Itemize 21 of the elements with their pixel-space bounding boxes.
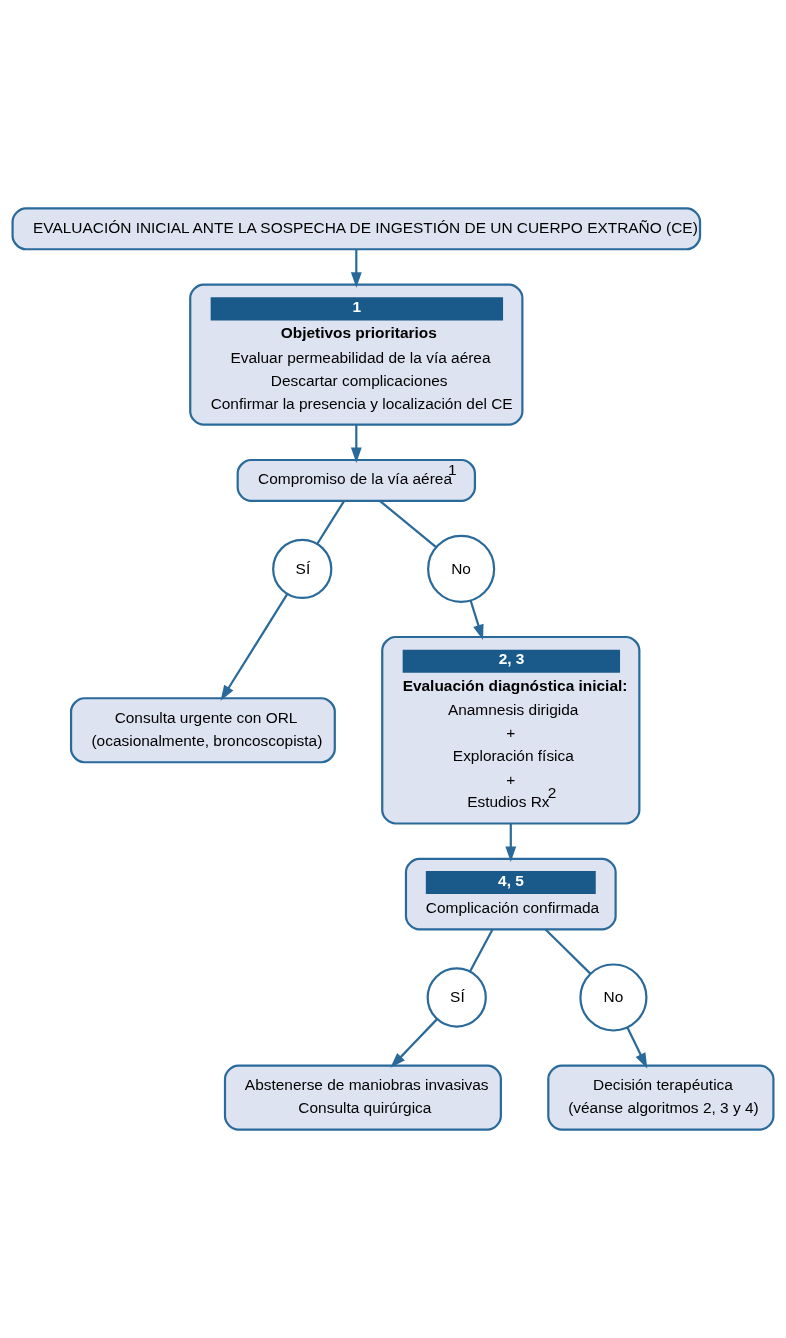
connector <box>316 500 345 545</box>
node-circle: SÍ <box>426 967 487 1028</box>
node-box: Consulta urgente con ORL (ocasionalmente, broncoscopista) <box>69 697 336 764</box>
node-circle: SÍ <box>272 538 333 600</box>
arrow <box>505 823 517 862</box>
node-box: Abstenerse de maniobras invasivas Consulta quirúrgica <box>223 1064 502 1131</box>
node-circle: No <box>579 963 648 1032</box>
connector <box>468 928 494 973</box>
arrow <box>350 424 362 464</box>
node-circle: No <box>427 534 496 603</box>
connector <box>544 928 592 975</box>
arrow <box>350 249 362 288</box>
node-box: Decisión terapéutica (véanse algoritmos 2, 3 y 4) <box>547 1064 775 1131</box>
arrow <box>390 1018 439 1068</box>
arrow <box>220 593 289 701</box>
node-box: 1 Objetivos prioritarios Evaluar permeabilidad de la vía aérea Descartar complicaciones Confirmar la presencia y localización del CE <box>189 283 524 426</box>
node-box: EVALUACIÓN INICIAL ANTE LA SOSPECHA DE INGESTIÓN DE UN CUERPO EXTRAÑO (CE) <box>11 207 702 251</box>
arrow <box>469 600 484 641</box>
connector <box>379 500 438 549</box>
arrow <box>626 1026 648 1069</box>
node-box: 4, 5 Complicación confirmada <box>404 857 617 931</box>
